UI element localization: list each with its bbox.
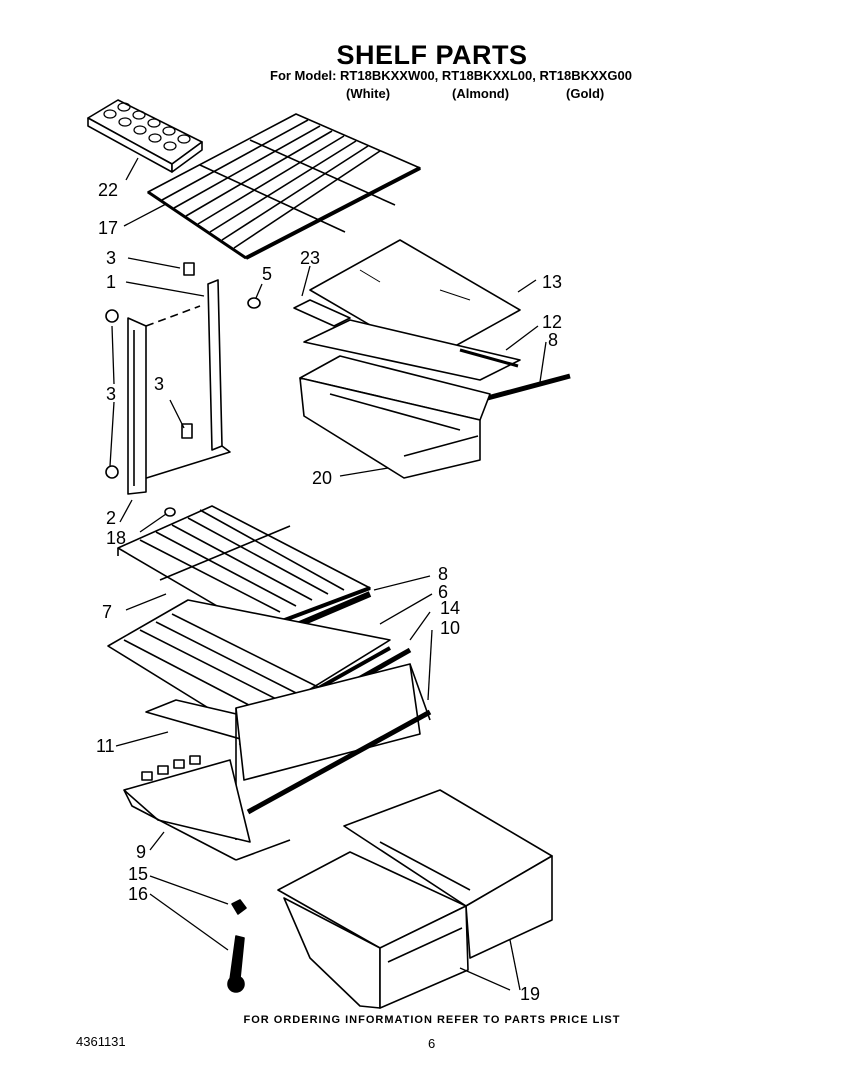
callout-3-left: 3: [106, 384, 116, 404]
callout-8-top: 8: [548, 330, 558, 350]
callout-7: 7: [102, 602, 112, 622]
page-number: 6: [428, 1036, 436, 1051]
callout-10: 10: [440, 618, 460, 638]
callout-20: 20: [312, 468, 332, 488]
rail-cap-middle: [181, 423, 193, 439]
ice-cube-tray: [87, 99, 203, 173]
shelf-support-rail-left: [105, 305, 201, 517]
screw-18: [164, 507, 176, 517]
cover-trim-23: [293, 299, 351, 327]
callout-18: 18: [106, 528, 126, 548]
callout-14: 14: [440, 598, 460, 618]
callout-9: 9: [136, 842, 146, 862]
leader-lines: [109, 157, 547, 991]
shelf-support-rail-right: [139, 262, 261, 481]
callout-labels: 22 17 3 1 5 23 13 12 8 3 3 20 2 18 8 6 1…: [96, 180, 562, 1004]
variant-almond: (Almond): [452, 86, 510, 101]
page-title: SHELF PARTS: [336, 40, 528, 70]
screw-5: [247, 297, 261, 309]
drawer-knob-15: [231, 899, 247, 915]
callout-12: 12: [542, 312, 562, 332]
callout-11: 11: [96, 736, 115, 756]
callout-1: 1: [106, 272, 116, 292]
callout-15: 15: [128, 864, 148, 884]
callout-5: 5: [262, 264, 272, 284]
callout-17: 17: [98, 218, 118, 238]
crisper-frame-10: [235, 663, 432, 840]
callout-2: 2: [106, 508, 116, 528]
model-line: For Model: RT18BKXXW00, RT18BKXXL00, RT1…: [270, 68, 632, 83]
callout-6: 6: [438, 582, 448, 602]
meat-drawer-cover-and-track: [303, 319, 571, 403]
variant-gold: (Gold): [566, 86, 605, 101]
callout-8-mid: 8: [438, 564, 448, 584]
rail-end-cap-top: [105, 309, 119, 323]
callout-16: 16: [128, 884, 148, 904]
drawer-bolt-16: [227, 935, 245, 993]
callout-3-mid: 3: [154, 374, 164, 394]
callout-19: 19: [520, 984, 540, 1004]
freezer-wire-shelf: [147, 113, 421, 260]
crisper-drawer-left: [277, 851, 469, 1009]
ordering-note: FOR ORDERING INFORMATION REFER TO PARTS …: [243, 1014, 621, 1026]
variant-white: (White): [346, 86, 391, 101]
document-number: 4361131: [76, 1034, 126, 1049]
rail-end-cap-bottom: [105, 465, 119, 479]
callout-22: 22: [98, 180, 118, 200]
callout-3-top: 3: [106, 248, 116, 268]
callout-13: 13: [542, 272, 562, 292]
callout-23: 23: [300, 248, 320, 268]
rail-cap-top: [183, 262, 195, 276]
meat-drawer-20: [299, 355, 491, 479]
crisper-housing-9: [123, 755, 291, 861]
crisper-drawer-right: [343, 789, 553, 959]
